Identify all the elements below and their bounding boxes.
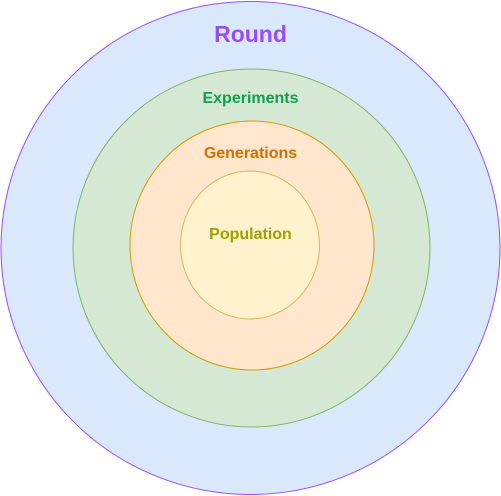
population-ring (180, 170, 320, 320)
population-label: Population (209, 226, 292, 243)
round-label: Round (214, 21, 287, 47)
generations-label: Generations (203, 145, 298, 162)
experiments-label: Experiments (202, 90, 299, 107)
